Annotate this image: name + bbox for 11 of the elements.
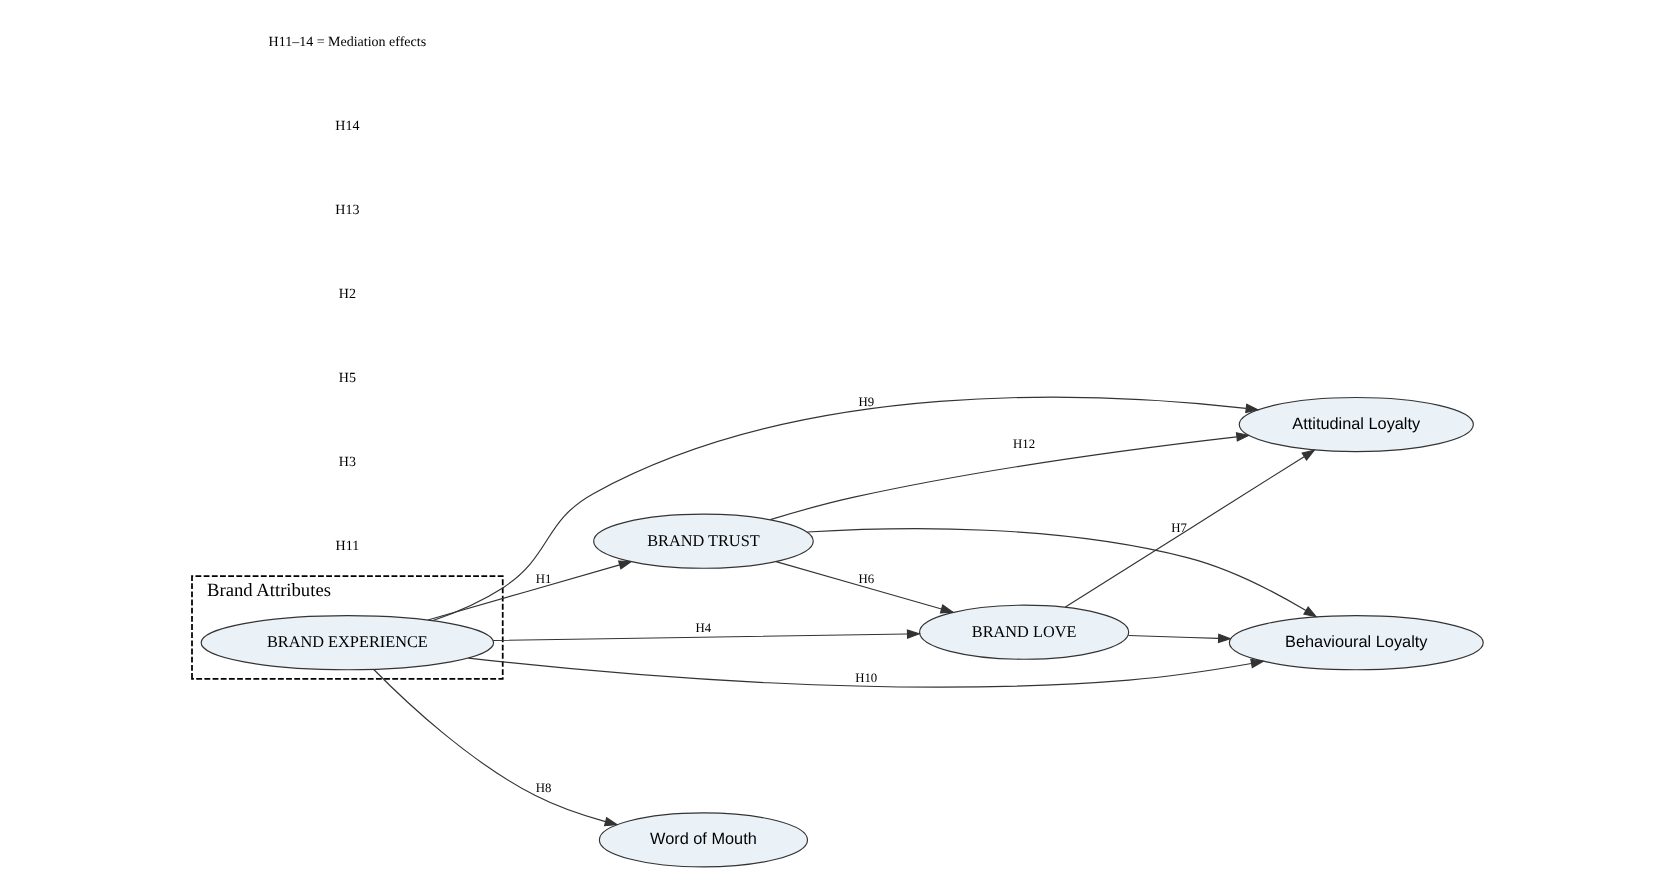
- arrow: [467, 657, 1265, 688]
- arrow: [806, 528, 1318, 618]
- arrow: [432, 396, 1260, 622]
- arrow: [492, 629, 921, 642]
- arrow: [775, 561, 955, 614]
- node-ellipse: BRAND EXPERIENCE: [200, 615, 495, 671]
- arrow: [1064, 449, 1316, 608]
- arrow: [373, 668, 619, 827]
- arrow: [769, 432, 1251, 521]
- arrow: [427, 560, 633, 621]
- arrow: [1127, 633, 1233, 644]
